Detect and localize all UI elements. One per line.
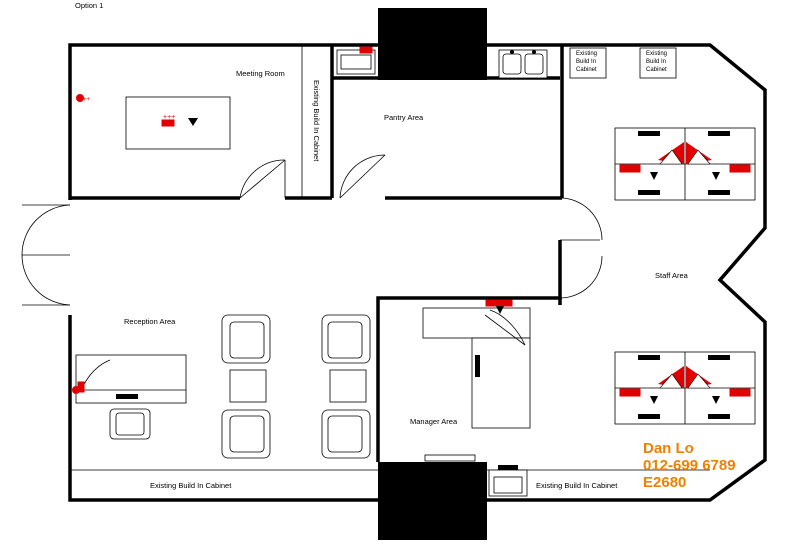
- top-cabinet-1: Existing Build In Cabinet: [569, 47, 607, 79]
- contact-phone: 012-699 6789: [643, 457, 736, 474]
- reception-desk: [72, 354, 187, 404]
- svg-text:Existing: Existing: [576, 51, 597, 57]
- svg-text:Existing: Existing: [646, 51, 667, 57]
- meeting-cabinet-label: Existing Build In Cabinet: [312, 80, 321, 162]
- contact-block: Dan Lo 012-699 6789 E2680: [643, 440, 736, 491]
- svg-text:Build In: Build In: [646, 59, 666, 65]
- svg-text:Cabinet: Cabinet: [576, 67, 597, 73]
- top-cabinet-2: Existing Build In Cabinet: [639, 47, 677, 79]
- contact-code: E2680: [643, 474, 687, 491]
- fridge: [336, 46, 376, 75]
- workstation-cluster-bottom: [614, 351, 756, 425]
- svg-text:Cabinet: Cabinet: [646, 67, 667, 73]
- manager-area-label: Manager Area: [410, 417, 458, 426]
- option-label: Option 1: [75, 1, 103, 10]
- printer: [488, 465, 528, 497]
- contact-name: Dan Lo: [643, 440, 694, 457]
- meeting-power-point: +++: [161, 114, 198, 127]
- doors: [21, 154, 603, 306]
- sofa-set: [221, 314, 371, 459]
- svg-text:+++: +++: [163, 114, 175, 121]
- sink: [498, 49, 548, 79]
- meeting-room-label: Meeting Room: [236, 69, 285, 78]
- column-bottom: [378, 462, 487, 540]
- column-top: [378, 8, 487, 80]
- workstation-cluster-top: [614, 127, 756, 201]
- outer-walls: [68, 43, 767, 502]
- svg-text:Build In: Build In: [576, 59, 596, 65]
- manager-desk: [422, 299, 531, 429]
- svg-text:++: ++: [83, 97, 91, 103]
- pantry-area-label: Pantry Area: [384, 113, 424, 122]
- manager-shelf: [424, 454, 476, 462]
- bottom-left-cabinet-label: Existing Build In Cabinet: [150, 481, 232, 490]
- reception-area-label: Reception Area: [124, 317, 176, 326]
- meeting-table: [125, 96, 231, 150]
- staff-area-label: Staff Area: [655, 271, 689, 280]
- meeting-wall-socket: ++: [76, 94, 91, 103]
- bottom-right-cabinet-label: Existing Build In Cabinet: [536, 481, 618, 490]
- reception-chair: [109, 408, 151, 440]
